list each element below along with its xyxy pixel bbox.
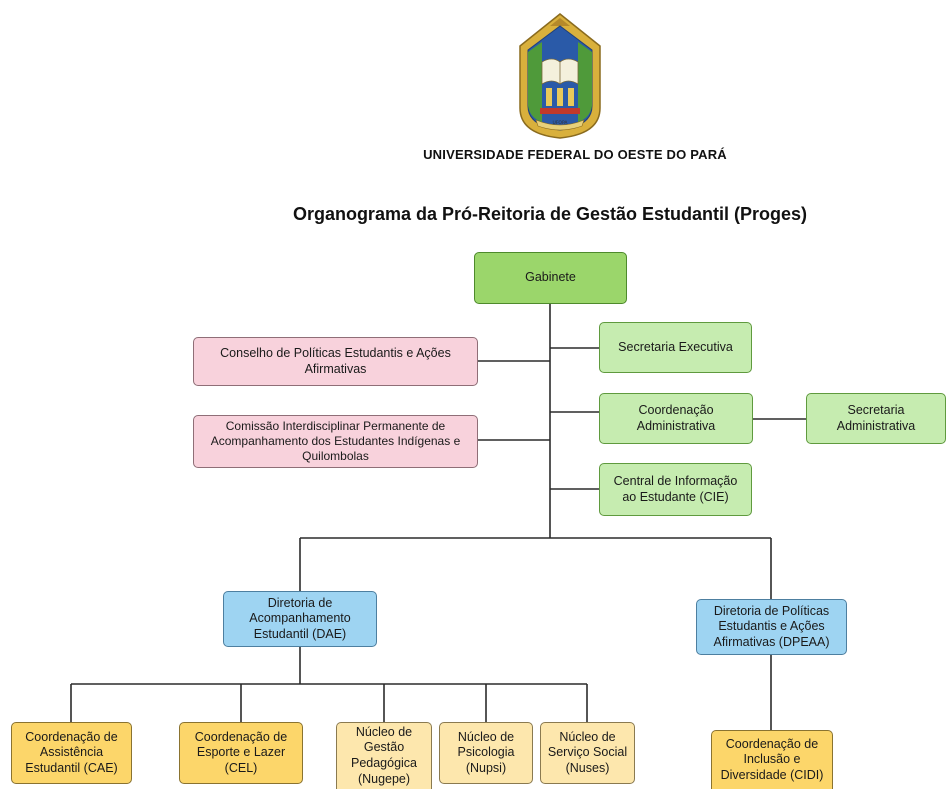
university-name: UNIVERSIDADE FEDERAL DO OESTE DO PARÁ — [423, 147, 727, 162]
node-cie: Central de Informação ao Estudante (CIE) — [599, 463, 752, 516]
node-gabinete: Gabinete — [474, 252, 627, 304]
node-cel: Coordenação de Esporte e Lazer (CEL) — [179, 722, 303, 784]
node-secretaria-administrativa: Secretaria Administrativa — [806, 393, 946, 444]
node-dae: Diretoria de Acompanhamento Estudantil (… — [223, 591, 377, 647]
university-seal-logo: UFOPA — [519, 13, 601, 139]
node-comissao: Comissão Interdisciplinar Permanente de … — [193, 415, 478, 468]
node-nugepe: Núcleo de Gestão Pedagógica (Nugepe) — [336, 722, 432, 789]
page-title: Organograma da Pró-Reitoria de Gestão Es… — [292, 204, 808, 224]
node-nupsi: Núcleo de Psicologia (Nupsi) — [439, 722, 533, 784]
node-cae: Coordenação de Assistência Estudantil (C… — [11, 722, 132, 784]
node-dpeaa: Diretoria de Políticas Estudantis e Açõe… — [696, 599, 847, 655]
node-cidi: Coordenação de Inclusão e Diversidade (C… — [711, 730, 833, 789]
node-secretaria-executiva: Secretaria Executiva — [599, 322, 752, 373]
node-coordenacao-administrativa: Coordenação Administrativa — [599, 393, 753, 444]
svg-text:UFOPA: UFOPA — [553, 120, 569, 126]
node-nuses: Núcleo de Serviço Social (Nuses) — [540, 722, 635, 784]
node-conselho: Conselho de Políticas Estudantis e Ações… — [193, 337, 478, 386]
